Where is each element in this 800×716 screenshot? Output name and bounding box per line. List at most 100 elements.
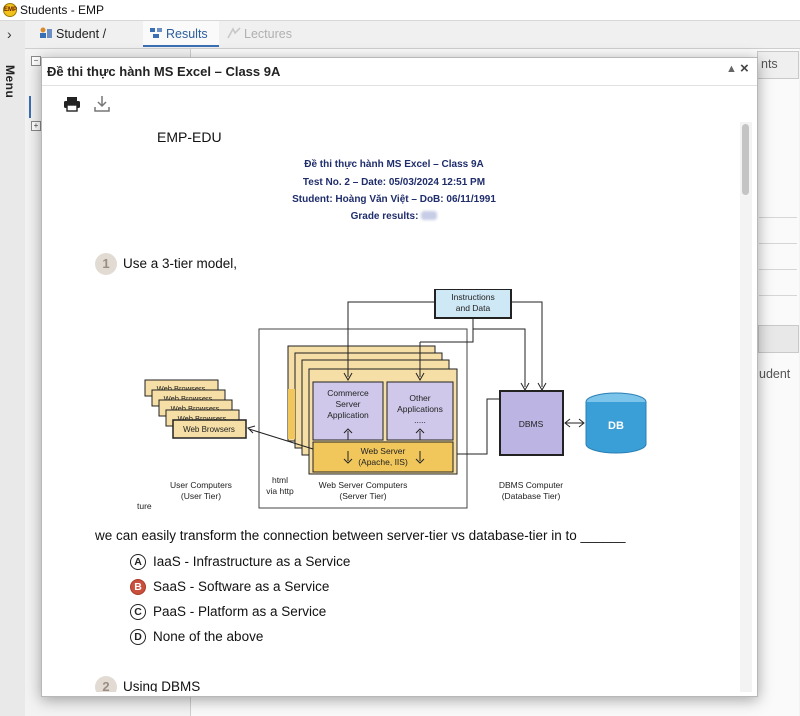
commerce-line-1: Commerce (327, 388, 369, 398)
other-apps-arrow (415, 342, 425, 382)
tree-expand-icon[interactable]: + (31, 121, 41, 131)
document-scrollbar[interactable] (740, 122, 752, 692)
main-tab-bar: Student / Class Results Lectures (25, 21, 800, 67)
commerce-webserver-arrow (343, 428, 353, 464)
chevron-right-icon[interactable]: › (7, 26, 12, 42)
db-cylinder-body (585, 402, 647, 454)
tab-lectures[interactable]: Lectures (221, 21, 301, 47)
tree-expand-icon[interactable]: − (31, 56, 41, 66)
caret-up-icon[interactable]: ▲ (726, 63, 737, 75)
grade-value-blurred (421, 211, 438, 220)
user-tier-line-2: (User Tier) (181, 491, 221, 501)
exam-document: EMP-EDU Đề thi thực hành MS Excel – Clas… (49, 122, 752, 692)
instructions-dbms-arrow (511, 301, 547, 392)
close-icon[interactable]: × (740, 60, 749, 77)
background-text: nts (761, 57, 778, 71)
option-letter-badge[interactable]: C (130, 604, 146, 620)
tab-label: Lectures (244, 27, 292, 41)
grade-results: Grade results: (49, 211, 739, 222)
option-text[interactable]: PaaS - Platform as a Service (153, 604, 327, 619)
option-letter-badge-selected[interactable]: B (130, 579, 146, 595)
background-button (758, 325, 799, 353)
protocol-line-1: html (272, 475, 288, 485)
answer-option-a[interactable]: A IaaS - Infrastructure as a Service (130, 554, 430, 574)
browser-card-front (172, 419, 247, 439)
background-divider (759, 243, 797, 244)
commerce-line-3: Application (327, 410, 369, 420)
other-apps-line-1: Other (409, 393, 430, 403)
db-tier-caption: DBMS Computer(Database Tier) (499, 480, 563, 501)
db-tier-line-2: (Database Tier) (502, 491, 561, 501)
db-text: DB (608, 420, 624, 432)
user-tier-caption: User Computers(User Tier) (170, 480, 232, 501)
printer-icon[interactable] (63, 96, 81, 112)
window-title: Students - EMP (20, 3, 105, 17)
option-text[interactable]: None of the above (153, 629, 264, 644)
browser-card-text: Web Browsers (171, 404, 220, 413)
answer-option-b[interactable]: B SaaS - Software as a Service (130, 579, 430, 599)
other-apps-line-2: Applications (397, 404, 443, 414)
db-tier-line-1: DBMS Computer (499, 480, 563, 490)
window-titlebar: EMP Students - EMP (0, 0, 800, 21)
instructions-line-1: Instructions (451, 292, 494, 302)
browser-server-arrow (247, 425, 314, 450)
web-server-line-1: Web Server (361, 446, 406, 456)
instructions-box (434, 289, 512, 319)
dbms-text: DBMS (519, 419, 544, 429)
option-letter-badge[interactable]: A (130, 554, 146, 570)
background-text: udent (759, 367, 791, 381)
browser-card-text: Web Browsers (157, 384, 206, 393)
web-server-box (312, 441, 454, 473)
background-divider (759, 217, 797, 218)
web-server-line-2: (Apache, IIS) (358, 457, 408, 467)
scrollbar-thumb[interactable] (742, 124, 749, 195)
dbms-box (499, 390, 564, 456)
answer-option-c[interactable]: C PaaS - Platform as a Service (130, 604, 430, 624)
background-divider (759, 269, 797, 270)
commerce-line-2: Server (335, 399, 360, 409)
tab-label: Results (166, 27, 208, 41)
commerce-arrow (343, 342, 353, 382)
instructions-line-2: and Data (456, 303, 491, 313)
browser-card-text: Web Browsers (178, 414, 227, 423)
protocol-line-2: via http (266, 486, 294, 496)
question-text: Use a 3-tier model, (123, 256, 238, 271)
other-apps-box (386, 381, 454, 441)
download-icon[interactable] (93, 95, 111, 113)
menu-rail[interactable]: › Menu (0, 21, 26, 716)
user-tier-line-1: User Computers (170, 480, 232, 490)
architecture-fragment: ture (137, 501, 152, 511)
tab-student-class[interactable]: Student / Class (33, 21, 143, 67)
question-number-badge: 2 (95, 676, 117, 692)
dbms-db-arrow (564, 418, 585, 428)
results-icon (150, 28, 162, 38)
tab-results[interactable]: Results (143, 21, 219, 47)
test-info: Test No. 2 – Date: 05/03/2024 12:51 PM (302, 177, 486, 188)
dialog-title: Đề thi thực hành MS Excel – Class 9A (47, 64, 281, 79)
web-server-text: Web Server(Apache, IIS) (358, 446, 408, 467)
server-stack-edge (288, 389, 295, 439)
question-prompt: we can easily transform the connection b… (95, 528, 626, 543)
instructions-dbms-arrow-2 (472, 318, 530, 392)
tree-selection-marker (29, 96, 31, 118)
option-text[interactable]: SaaS - Software as a Service (153, 579, 330, 594)
menu-label[interactable]: Menu (3, 65, 17, 99)
student-info: Student: Hoàng Văn Việt – DoB: 06/11/199… (292, 194, 496, 205)
server-tier-frame (258, 328, 468, 509)
grade-label: Grade results: (350, 211, 419, 222)
answer-option-d[interactable]: D None of the above (130, 629, 430, 649)
server-dbms-line (457, 398, 505, 455)
other-webserver-arrow (415, 428, 425, 464)
option-text[interactable]: IaaS - Infrastructure as a Service (153, 554, 351, 569)
server-tier-line-2: (Server Tier) (339, 491, 386, 501)
option-letter-badge[interactable]: D (130, 629, 146, 645)
exam-dialog: Đề thi thực hành MS Excel – Class 9A ▲ ×… (41, 57, 758, 697)
background-divider (759, 295, 797, 296)
commerce-box (312, 381, 384, 441)
server-tier-caption: Web Server Computers(Server Tier) (319, 480, 408, 501)
